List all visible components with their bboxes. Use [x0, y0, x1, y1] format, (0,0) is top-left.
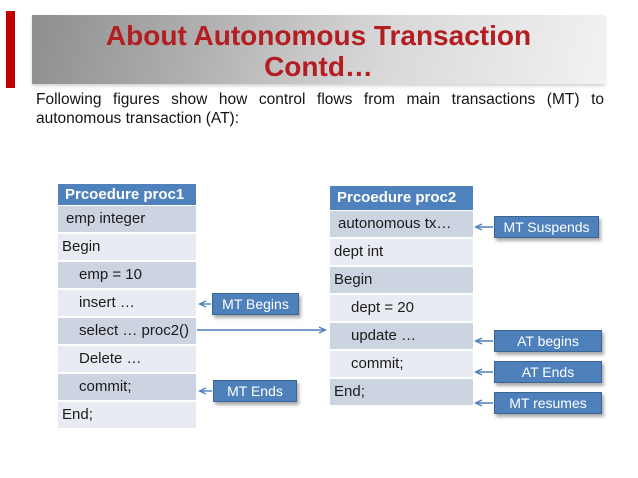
- table-row: commit;: [330, 351, 473, 377]
- table-row: autonomous tx…: [330, 211, 473, 237]
- callout-mt-suspends: MT Suspends: [494, 216, 599, 238]
- red-accent-bar: [6, 11, 15, 88]
- table-row: insert …: [58, 290, 196, 316]
- title-banner: About Autonomous Transaction Contd…: [32, 15, 605, 84]
- table-row: End;: [58, 402, 196, 428]
- callout-at-ends: AT Ends: [494, 361, 602, 383]
- table-row: Delete …: [58, 346, 196, 372]
- page-title-line1: About Autonomous Transaction: [105, 20, 532, 51]
- page-title-line2: Contd…: [264, 51, 373, 82]
- table-row: update …: [330, 323, 473, 349]
- table-row: Begin: [58, 234, 196, 260]
- callout-mt-ends: MT Ends: [213, 380, 297, 402]
- table-row: End;: [330, 379, 473, 405]
- intro-line1: Following figures show how control flows…: [36, 91, 604, 108]
- callout-mt-begins: MT Begins: [212, 293, 299, 315]
- table-proc2: Prcoedure proc2 autonomous tx… dept int …: [330, 186, 473, 407]
- intro-paragraph: Following figures show how control flows…: [36, 90, 604, 128]
- table-row: dept = 20: [330, 295, 473, 321]
- table-row: dept int: [330, 239, 473, 265]
- table-row: emp = 10: [58, 262, 196, 288]
- table-proc1: Prcoedure proc1 emp integer Begin emp = …: [58, 184, 196, 430]
- callout-at-begins: AT begins: [494, 330, 602, 352]
- callout-mt-resumes: MT resumes: [494, 392, 602, 414]
- table-row: select … proc2(): [58, 318, 196, 344]
- table-row: emp integer: [58, 206, 196, 232]
- table-row: commit;: [58, 374, 196, 400]
- intro-line2: autonomous transaction (AT):: [36, 110, 240, 127]
- table-row: Begin: [330, 267, 473, 293]
- table-proc2-header: Prcoedure proc2: [330, 186, 473, 210]
- table-proc1-header: Prcoedure proc1: [58, 184, 196, 205]
